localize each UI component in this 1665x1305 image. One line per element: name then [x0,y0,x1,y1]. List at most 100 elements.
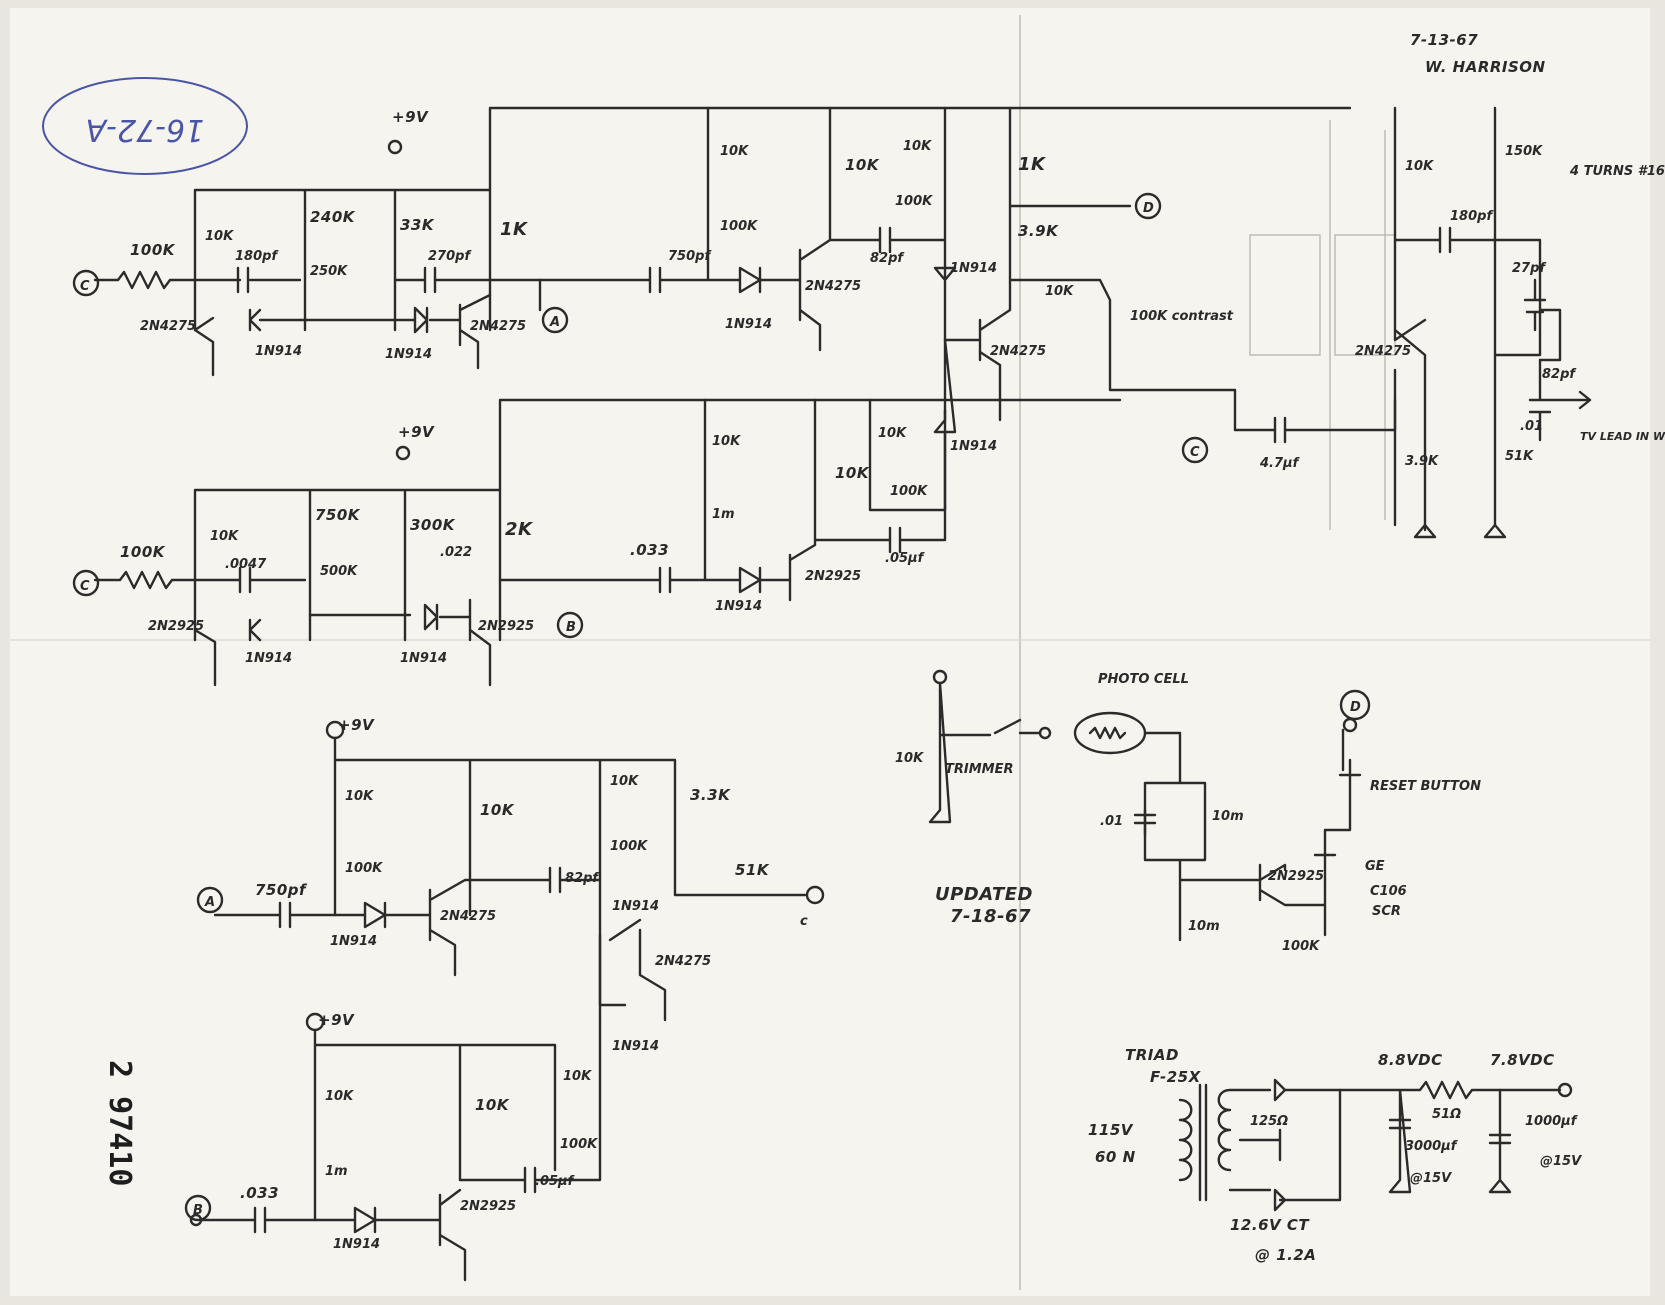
component-label: C [80,579,90,594]
schematic-trace [805,885,825,905]
component-label: 1N914 [385,347,432,362]
component-label: +9V [398,423,435,441]
component-label: 1N914 [725,317,772,332]
component-label: 150K [1505,144,1543,159]
component-label: 2N4275 [140,319,196,334]
component-label: 1N914 [612,1039,659,1054]
schematic-trace [395,445,411,461]
circuit-photocell-reset: PHOTO CELL TRIMMER 10K .01 10m 10m 2N292… [895,669,1481,954]
component-label: 2K [505,519,534,540]
circuit-oscillator-a: 100K 10K 180pf 240K 250K 33K 270pf 1K 2N… [72,106,1352,377]
circuit-oscillator-b: 100K 10K .0047 750K 500K 300K .022 2K 2N… [72,398,1122,687]
graph-grid [10,15,1650,1290]
component-label: 2N4275 [655,954,711,969]
component-label: 100K [610,839,648,854]
schematic-trace [1258,853,1337,937]
document-number: 2 97410 [102,1060,137,1186]
component-label: 10K [845,156,880,174]
component-label: B [566,620,576,635]
schematic-trace [193,106,1352,332]
component-label: 7.8VDC [1490,1051,1555,1069]
schematic-trace [1088,726,1127,740]
component-label: 1m [325,1164,348,1179]
component-label: A [204,895,215,910]
component-label: 2N4275 [1355,344,1411,359]
schematic-trace [1217,1078,1342,1212]
component-label: 180pf [235,249,279,264]
component-label: 27pf [1512,261,1547,276]
schematic-trace [1249,234,1321,356]
component-label: 82pf [1542,367,1577,382]
component-label: 10K [720,144,749,159]
component-label: .033 [240,1184,279,1202]
circuit-channel-a: +9V 10K 100K 10K 10K 100K 3.3K 82pf 1N91… [196,716,825,1054]
component-label: 1K [500,219,529,240]
component-label: 10m [1212,809,1244,824]
component-label: 100K [720,219,758,234]
component-label: 10K [325,1089,354,1104]
component-label: 1N914 [245,651,292,666]
component-label: 51K [1505,449,1534,464]
component-label: 2N4275 [805,279,861,294]
component-label: 125Ω [1250,1114,1288,1129]
component-label: 3.3K [690,786,731,804]
component-label: 10K [712,434,741,449]
component-label: 10K [903,139,932,154]
schematic-trace [93,398,1122,642]
schematic-trace [72,569,100,597]
component-label: 1N914 [612,899,659,914]
schematic-trace [1342,717,1358,733]
component-label: TRIMMER [945,762,1013,777]
schematic-trace [1388,1088,1512,1194]
component-label: RESET BUTTON [1370,779,1481,794]
component-label: B [193,1203,203,1218]
component-label: 750K [315,506,361,524]
component-label: C [80,279,90,294]
schematic-trace [193,398,947,687]
schematic-trace [313,1018,602,1222]
component-label: 60 N [1095,1148,1136,1166]
component-label: A [549,315,560,330]
component-label: +9V [392,108,429,126]
schematic-trace [1413,523,1507,539]
component-label: 100K [1282,939,1320,954]
component-label: .022 [440,545,472,560]
stamp-oval [42,77,248,175]
schematic-trace [393,266,542,294]
component-label: 51K [735,861,770,879]
component-label: 2N4275 [440,909,496,924]
schematic-trace [1181,436,1209,464]
component-label: 300K [410,516,456,534]
schematic-trace [928,681,1042,824]
component-label: 10K [345,789,374,804]
component-label: C [1190,445,1200,460]
component-label: F-25X [1150,1068,1202,1086]
component-label: 10K [878,426,907,441]
component-label: 750pf [668,249,712,264]
component-label: .05μf [535,1174,576,1189]
component-label: 10K [563,1069,592,1084]
component-label: 100K [890,484,928,499]
component-label: @ 1.2A [1255,1246,1316,1264]
component-label: 3.9K [1018,222,1059,240]
component-label: 10K [835,464,870,482]
component-label: 1N914 [400,651,447,666]
schematic-trace [193,308,302,377]
component-label: 4.7μf [1259,456,1301,471]
component-label: 10K [205,229,234,244]
schematic-trace [184,1194,212,1222]
component-label: 250K [310,264,348,279]
schematic-trace [943,106,1237,432]
component-label: 82pf [565,871,600,886]
component-label: TRIAD [1125,1046,1179,1064]
schematic-trace [387,139,403,155]
component-label: 12.6V CT [1230,1216,1310,1234]
component-label: .0047 [225,557,267,572]
component-label: 100K [560,1137,598,1152]
component-label: 750pf [255,881,308,899]
schematic-trace [1339,689,1371,721]
schematic-trace [1238,1128,1282,1162]
component-label: 10K [1405,159,1434,174]
circuit-rf-oscillator: 10K 150K 180pf 4 TURNS #16 BUSS 27pf 2N4… [1355,106,1665,539]
